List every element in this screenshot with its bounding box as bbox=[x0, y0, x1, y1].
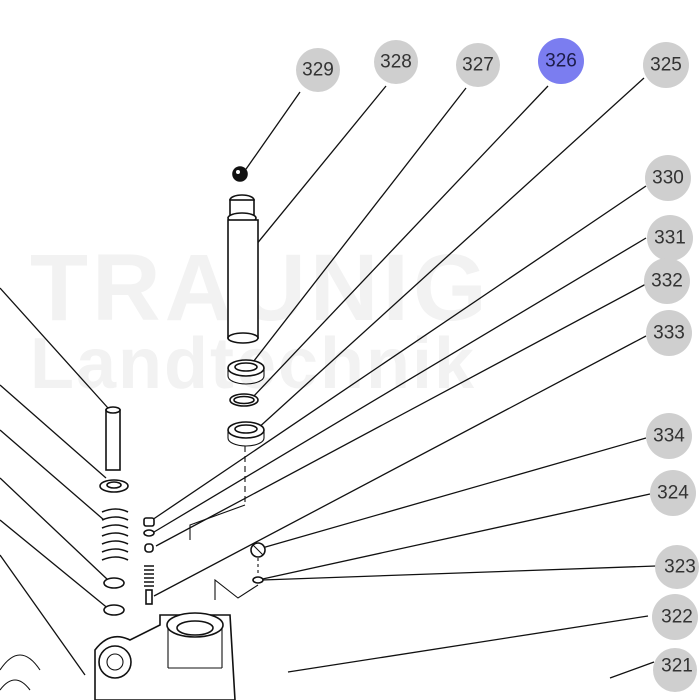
callout-334-label: 334 bbox=[653, 426, 685, 447]
leader-left-6 bbox=[0, 554, 86, 676]
small-parts bbox=[143, 517, 155, 605]
axis-step bbox=[189, 504, 246, 540]
valve-left-boss-inner bbox=[106, 653, 124, 671]
small-spring bbox=[144, 565, 154, 587]
callout-325-label: 325 bbox=[650, 55, 682, 76]
callout-323[interactable]: 323 bbox=[655, 545, 699, 589]
callout-325[interactable]: 325 bbox=[643, 42, 689, 88]
screw-parts bbox=[214, 542, 266, 600]
callout-330[interactable]: 330 bbox=[645, 155, 691, 201]
callout-321-label: 321 bbox=[661, 656, 693, 677]
leader-322 bbox=[287, 615, 649, 673]
callout-330-label: 330 bbox=[652, 168, 684, 189]
callout-326[interactable]: 326 bbox=[538, 38, 584, 84]
valve-body-detail bbox=[167, 628, 223, 669]
callout-328-label: 328 bbox=[380, 52, 412, 73]
callouts: 329 328 327 326 325 330 331 332 bbox=[296, 38, 699, 692]
leader-328 bbox=[241, 85, 387, 263]
left-pin bbox=[105, 409, 121, 471]
leader-left-5 bbox=[0, 519, 111, 611]
valve-left-boss bbox=[98, 645, 132, 679]
leader-321 bbox=[609, 661, 655, 679]
callout-328[interactable]: 328 bbox=[374, 40, 418, 84]
callout-334[interactable]: 334 bbox=[646, 413, 692, 459]
left-spring bbox=[101, 508, 129, 561]
callout-323-label: 323 bbox=[664, 557, 696, 578]
callout-332[interactable]: 332 bbox=[644, 258, 690, 304]
callout-322[interactable]: 322 bbox=[652, 594, 698, 640]
ball-highlight bbox=[236, 170, 240, 174]
leader-332 bbox=[155, 283, 647, 547]
leader-331 bbox=[153, 237, 647, 533]
callout-324[interactable]: 324 bbox=[650, 470, 696, 516]
leader-326 bbox=[251, 85, 549, 399]
callout-327-label: 327 bbox=[462, 55, 494, 76]
callout-329[interactable]: 329 bbox=[296, 48, 340, 92]
callout-333[interactable]: 333 bbox=[646, 310, 692, 356]
washer-lower-hole bbox=[234, 424, 258, 434]
spool-assembly bbox=[189, 166, 265, 540]
callout-322-label: 322 bbox=[661, 607, 693, 628]
leader-330 bbox=[151, 185, 647, 521]
ball-part bbox=[232, 166, 248, 182]
screw-slot bbox=[252, 544, 264, 556]
valve-side-arc bbox=[0, 654, 41, 671]
callout-333-label: 333 bbox=[653, 323, 685, 344]
callout-331-label: 331 bbox=[654, 228, 686, 249]
small-ball-seat bbox=[144, 543, 154, 553]
spool-sleeve-end bbox=[227, 332, 259, 344]
small-o-ring bbox=[143, 529, 155, 537]
leader-329 bbox=[243, 91, 301, 173]
leader-324 bbox=[257, 493, 651, 581]
leader-left-1 bbox=[0, 287, 109, 409]
leader-323 bbox=[261, 565, 657, 581]
spool-sleeve bbox=[227, 219, 259, 339]
washer-upper-hole bbox=[234, 362, 258, 372]
leader-left-3 bbox=[0, 429, 105, 521]
left-pin-top bbox=[105, 406, 121, 414]
leader-lines bbox=[0, 77, 657, 679]
leader-333 bbox=[153, 335, 647, 597]
leader-left-2 bbox=[0, 384, 107, 479]
leader-334 bbox=[261, 437, 647, 549]
valve-side-arc-2 bbox=[0, 679, 31, 691]
left-small-washer-2 bbox=[103, 604, 125, 616]
valve-body bbox=[0, 612, 236, 700]
leader-left-4 bbox=[0, 477, 109, 581]
callout-327[interactable]: 327 bbox=[456, 43, 500, 87]
leader-327 bbox=[249, 87, 467, 367]
callout-326-label: 326 bbox=[545, 51, 577, 72]
small-pin bbox=[145, 589, 153, 605]
left-spring-assembly bbox=[99, 406, 129, 616]
callout-324-label: 324 bbox=[657, 483, 689, 504]
leader-325 bbox=[255, 77, 645, 431]
callout-332-label: 332 bbox=[651, 271, 683, 292]
small-ring bbox=[252, 576, 264, 584]
left-small-washer-1 bbox=[103, 577, 125, 589]
valve-port-inner bbox=[176, 620, 214, 636]
callout-331[interactable]: 331 bbox=[647, 215, 693, 261]
left-washer-hole bbox=[106, 481, 122, 489]
o-ring-inner bbox=[233, 395, 255, 405]
callout-321[interactable]: 321 bbox=[653, 648, 697, 692]
washer-lower-thickness bbox=[227, 430, 265, 447]
washer-upper-thickness bbox=[227, 368, 265, 385]
plug-part bbox=[143, 517, 155, 527]
callout-329-label: 329 bbox=[302, 60, 334, 81]
screw-housing-line bbox=[214, 578, 259, 600]
